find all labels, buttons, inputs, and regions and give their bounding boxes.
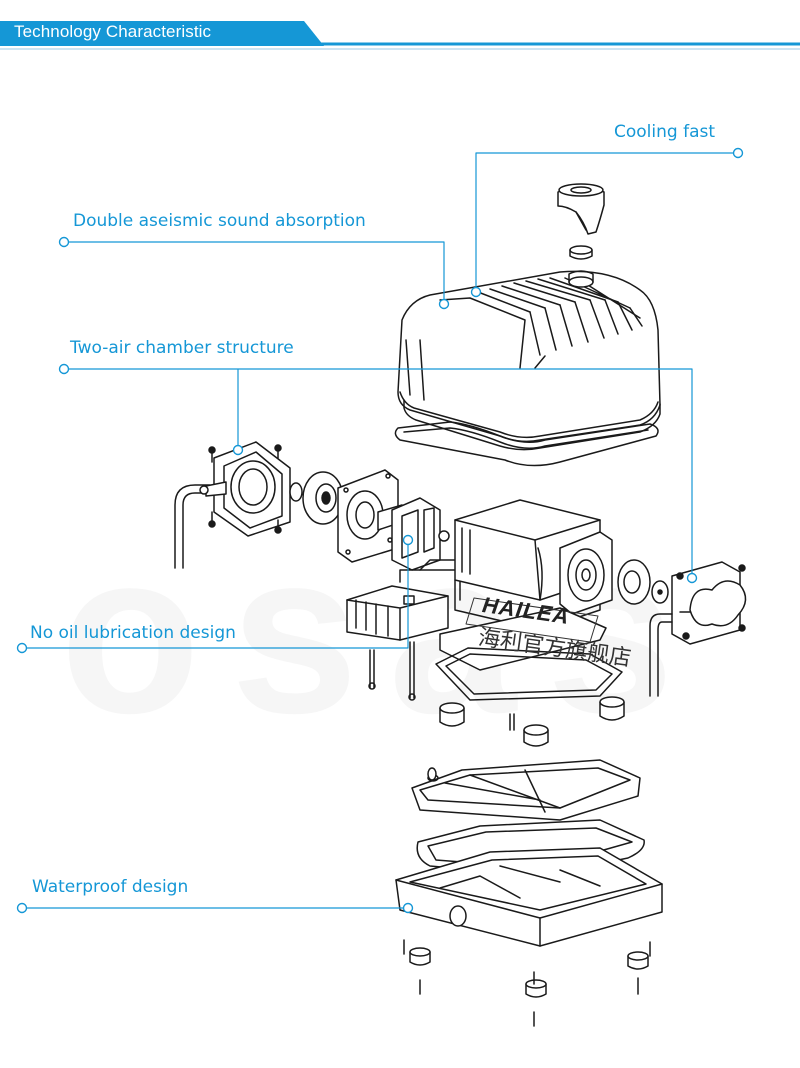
label-waterproof: Waterproof design	[32, 877, 189, 897]
mid-plate	[435, 607, 623, 701]
magnet-drive	[391, 497, 450, 571]
callout-lines	[21, 152, 739, 909]
cover-gasket	[394, 421, 659, 467]
base-tray	[395, 847, 663, 947]
label-no-oil-lubrication: No oil lubrication design	[30, 623, 236, 643]
rubber-feet	[439, 696, 625, 747]
top-cover	[397, 270, 661, 451]
brand-plate	[465, 597, 599, 643]
header-rule	[0, 42, 800, 50]
left-hose	[174, 484, 211, 569]
right-hose	[649, 613, 673, 697]
right-cylinder	[559, 531, 613, 615]
left-diaphragm	[302, 471, 344, 525]
callout-dots	[16, 147, 744, 914]
bottom-feet	[403, 939, 651, 1027]
right-chamber-head	[671, 561, 747, 645]
label-double-aseismic: Double aseismic sound absorption	[73, 211, 366, 231]
label-cooling-fast: Cooling fast	[614, 122, 716, 142]
base-lid	[411, 759, 641, 821]
section-title: Technology Characteristic	[14, 22, 212, 41]
left-chamber-head	[199, 441, 303, 537]
coil-transformer	[346, 559, 461, 641]
top-nozzle	[557, 183, 605, 260]
header-banner	[0, 21, 324, 46]
base-gasket	[416, 819, 645, 877]
right-diaphragm	[617, 559, 669, 605]
label-two-air-chamber: Two-air chamber structure	[70, 338, 294, 358]
